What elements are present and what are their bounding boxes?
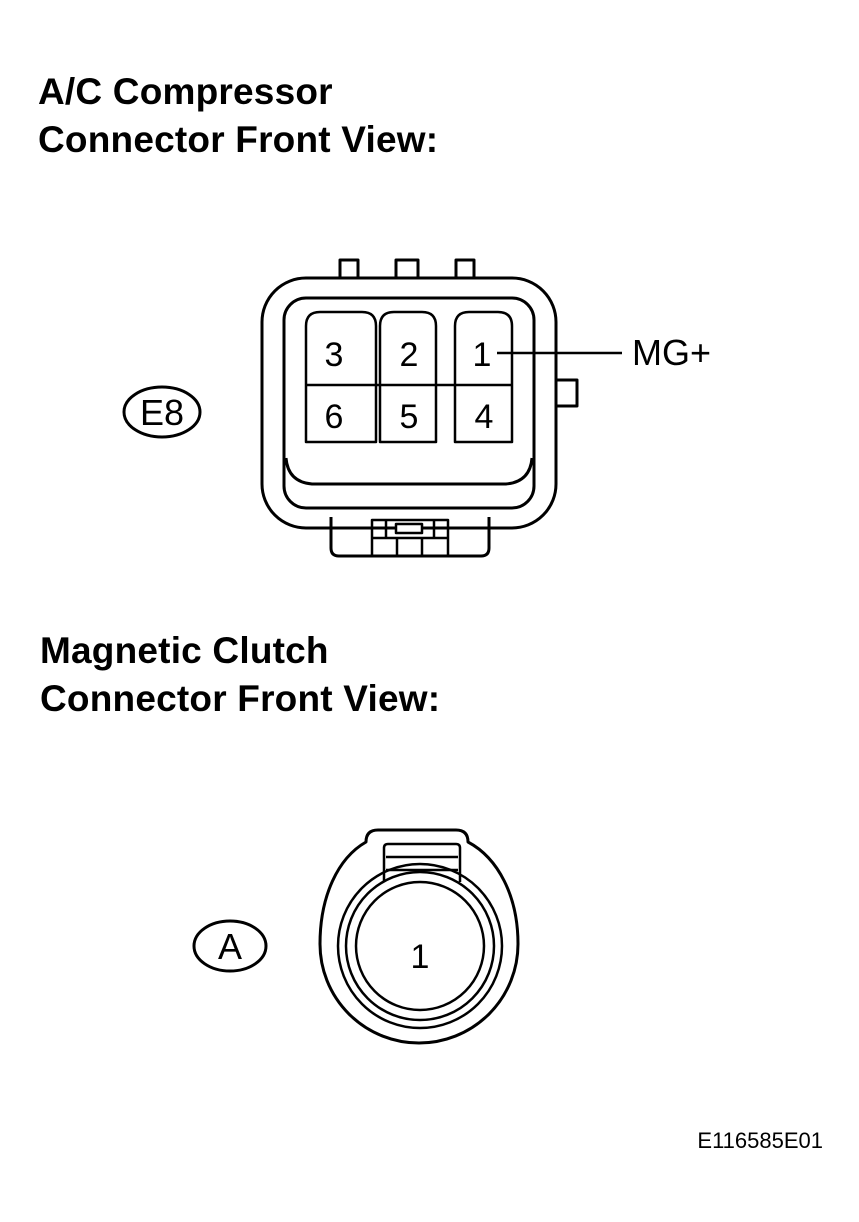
- pin-cavities: [304, 310, 514, 444]
- compressor-heading-line2: Connector Front View:: [38, 119, 439, 160]
- connector-side-key: [555, 378, 579, 408]
- clutch-terminal-cavity: [354, 880, 486, 1012]
- clutch-connector-key: [382, 842, 462, 882]
- figure-reference-code: E116585E01: [697, 1128, 823, 1153]
- pin-number-5: 5: [400, 398, 419, 436]
- pin-column-left: [304, 310, 378, 444]
- connector-housing-inner: [282, 296, 536, 510]
- connector-code-badge-e8: [122, 385, 202, 439]
- clutch-heading-line2: Connector Front View:: [40, 678, 441, 719]
- pin-column-right: [453, 310, 514, 444]
- compressor-heading-line1: A/C Compressor: [38, 71, 333, 112]
- pin-number-4: 4: [475, 398, 494, 436]
- clutch-heading-line1: Magnetic Clutch: [40, 630, 329, 671]
- compressor-connector: [260, 258, 622, 558]
- clutch-connector: [318, 828, 520, 1045]
- connector-top-tabs: [300, 258, 510, 282]
- clutch-ring-outer: [336, 862, 504, 1030]
- connector-code-e8: E8: [140, 392, 184, 433]
- pin-number-6: 6: [325, 398, 344, 436]
- connector-code-badge-a: [192, 919, 268, 973]
- clutch-ring-middle: [344, 870, 496, 1022]
- connector-inner-shelf: [284, 457, 534, 486]
- pin-number-3: 3: [325, 336, 344, 374]
- pin-number-2: 2: [400, 336, 419, 374]
- pin-column-middle: [378, 310, 438, 444]
- pin-label-mg-plus: MG+: [632, 332, 711, 373]
- clutch-connector-outer: [318, 828, 520, 1045]
- connector-code-a: A: [218, 926, 242, 967]
- clutch-pin-number-1: 1: [411, 938, 430, 976]
- compressor-pin-numbers: 3 2 1 6 5 4: [325, 336, 494, 436]
- clutch-connector-heading: Magnetic Clutch Connector Front View:: [40, 627, 440, 723]
- lock-grid: [370, 518, 450, 558]
- pin-number-1: 1: [473, 336, 492, 374]
- compressor-connector-heading: A/C Compressor Connector Front View:: [38, 68, 438, 164]
